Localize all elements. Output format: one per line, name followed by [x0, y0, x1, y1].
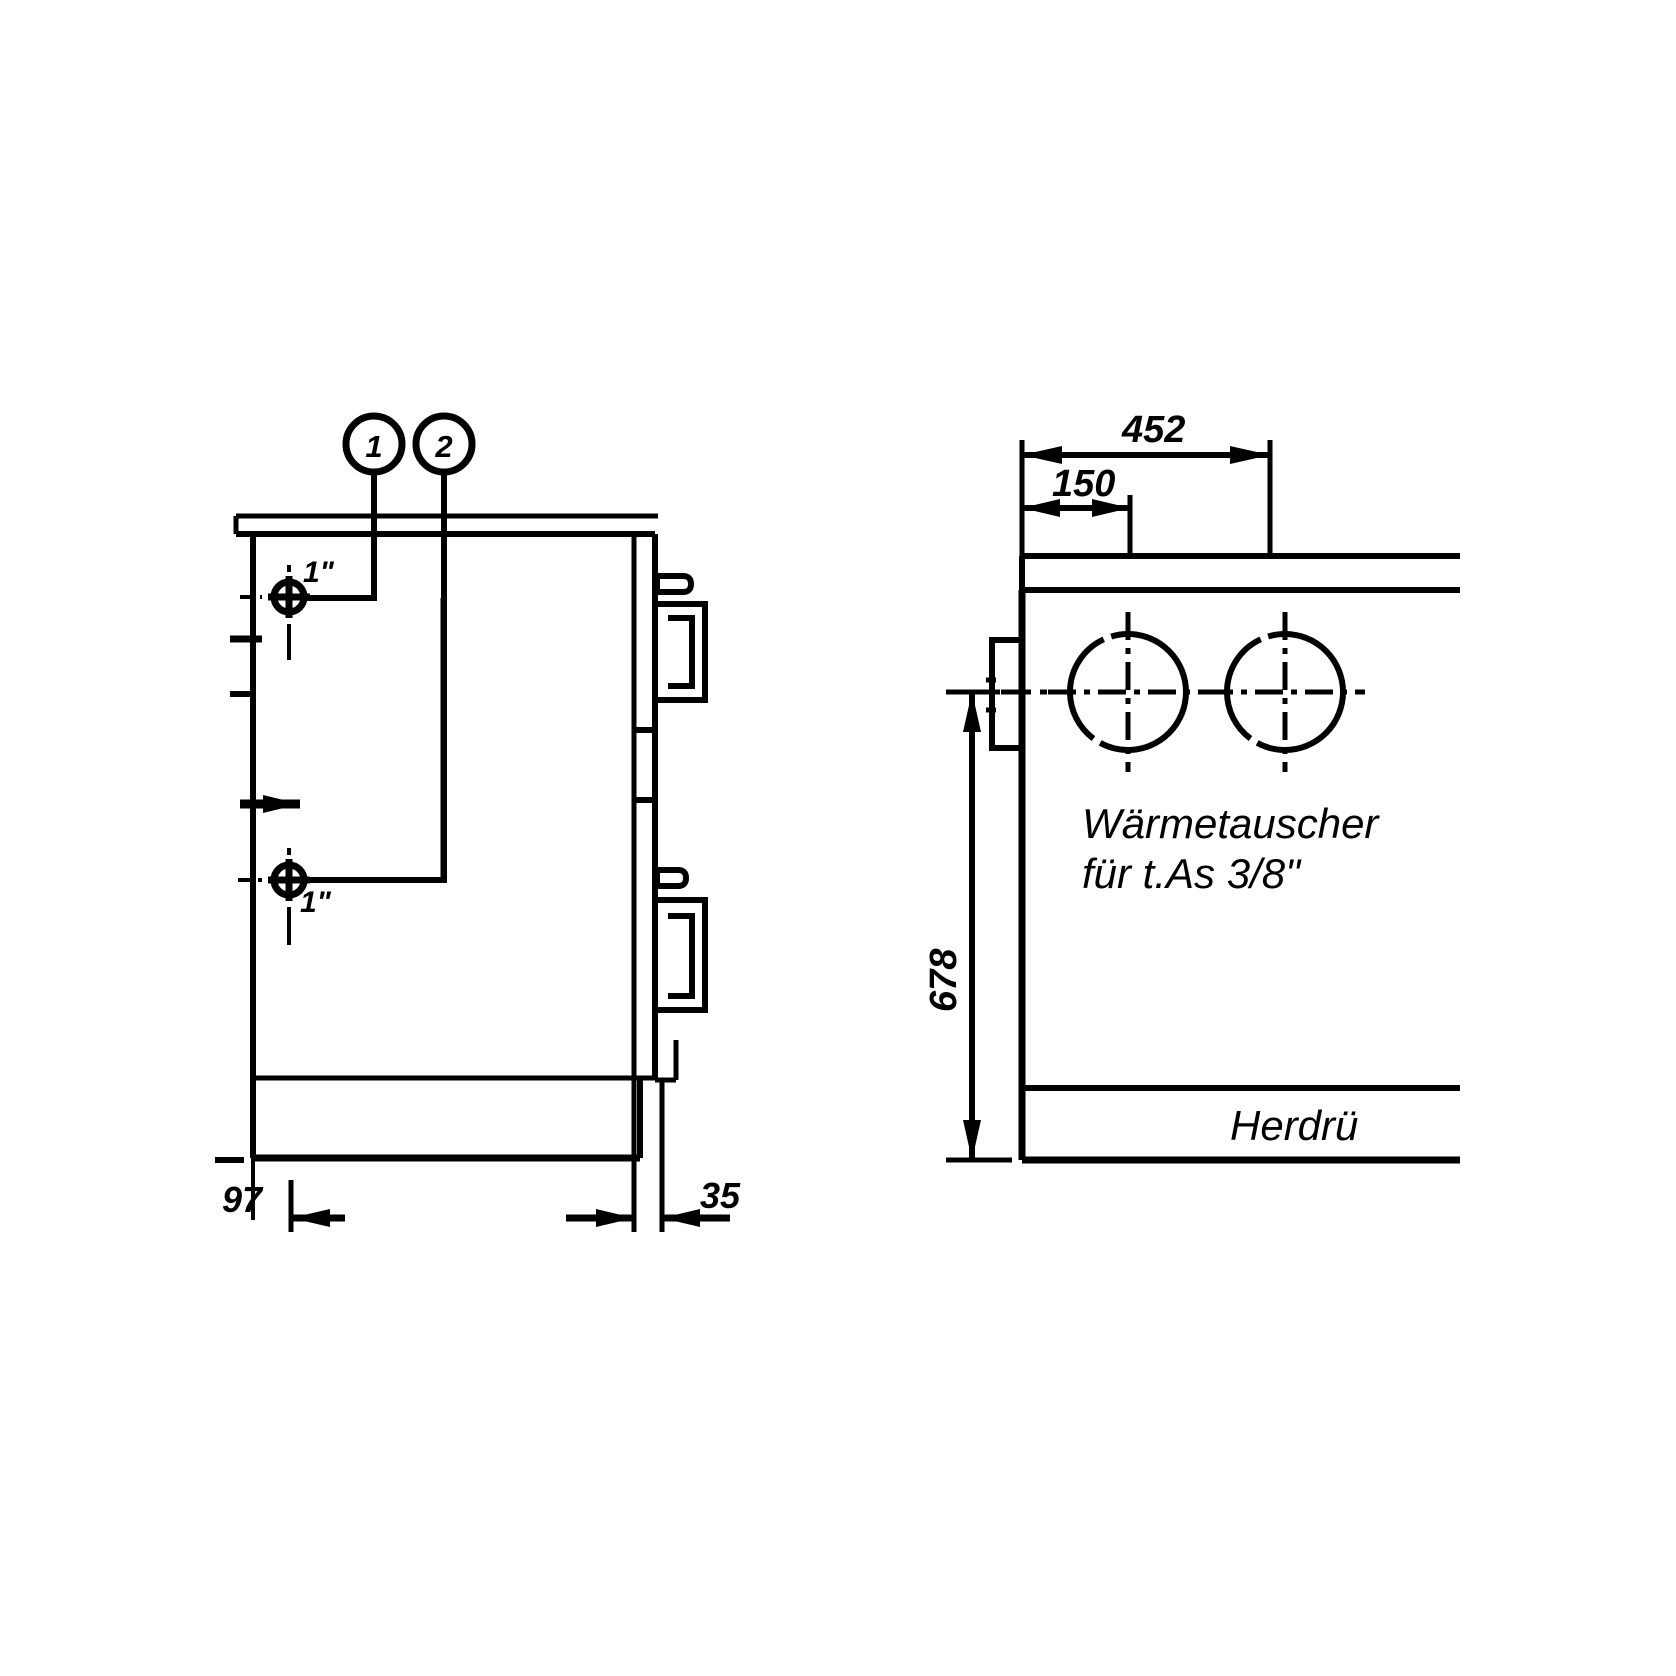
dimension-150 — [1022, 495, 1133, 556]
lower-latch-inner — [668, 913, 695, 999]
lower-connection-symbol — [238, 848, 310, 945]
balloon-2-leader — [305, 472, 447, 883]
dimension-678 — [946, 689, 1012, 1163]
balloon-1-label: 1 — [365, 429, 382, 464]
dimension-97-label: 97 — [222, 1179, 264, 1220]
upper-door-knob — [654, 573, 695, 595]
balloon-2-label: 2 — [434, 429, 452, 464]
upper-connection-symbol — [240, 565, 310, 660]
dimension-97 — [215, 1157, 345, 1232]
dimension-35-label: 35 — [700, 1175, 741, 1216]
dimension-678-label: 678 — [923, 948, 965, 1012]
note-rear-wall: Herdrü — [1230, 1102, 1358, 1149]
right-view-group: 452 150 — [923, 409, 1460, 1164]
note-heat-exchanger-line2: für t.As 3/8" — [1082, 850, 1302, 897]
dimension-35 — [566, 1080, 730, 1232]
dimension-452 — [1019, 440, 1273, 556]
lower-latch-outer — [657, 897, 708, 1013]
dimension-150-label: 150 — [1052, 463, 1115, 505]
lower-connection-label: 1" — [300, 886, 332, 919]
upper-latch-inner — [668, 615, 695, 689]
balloon-1-leader — [305, 472, 377, 601]
mid-flow-arrow — [240, 795, 300, 813]
lower-door-knob — [654, 867, 690, 889]
note-heat-exchanger-line1: Wärmetauscher — [1082, 800, 1380, 847]
left-view-group: 1 2 1" — [215, 412, 741, 1232]
upper-connection-label: 1" — [303, 556, 335, 589]
hotplate-circle-2 — [1205, 612, 1365, 772]
hotplate-circle-1 — [1048, 612, 1208, 772]
dimension-452-label: 452 — [1121, 409, 1185, 451]
upper-latch-outer — [657, 601, 708, 703]
